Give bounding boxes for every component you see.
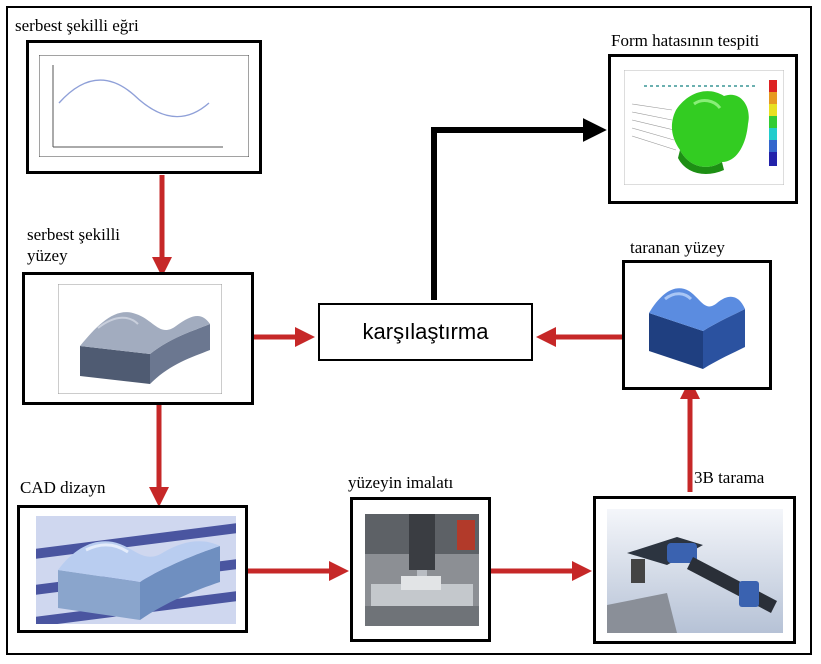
form-error-label: Form hatasının tespiti: [611, 31, 760, 50]
surface-label-line1: serbest şekilli: [27, 225, 121, 244]
cad-box: [17, 505, 248, 633]
manufacture-label: yüzeyin imalatı: [348, 473, 454, 492]
curve-label: serbest şekilli eğri: [15, 16, 139, 35]
compare-box: karşılaştırma: [318, 303, 533, 361]
milling-machine-image: [365, 514, 479, 626]
form-error-box: [608, 54, 798, 204]
arrow-compare-to-form-error: [431, 118, 607, 300]
form-error-map-image: [624, 70, 784, 185]
scanned-label: taranan yüzey: [630, 238, 725, 257]
scanner-box: [593, 496, 796, 644]
manufacture-box: [350, 497, 491, 642]
scanned-box: [622, 260, 772, 390]
curve-plot-image: [39, 55, 249, 157]
cad-model-image: [36, 516, 236, 624]
surface-model-image: [58, 284, 222, 394]
cad-label: CAD dizayn: [20, 478, 106, 497]
compare-label: karşılaştırma: [362, 319, 489, 344]
scanned-surface-image: [639, 273, 755, 377]
3d-scanner-image: [607, 509, 783, 633]
surface-box: [22, 272, 254, 405]
scanner-label: 3B tarama: [694, 468, 765, 487]
diagram-frame: [6, 6, 812, 655]
curve-box: [26, 40, 262, 174]
surface-label-line2: yüzey: [27, 246, 68, 265]
